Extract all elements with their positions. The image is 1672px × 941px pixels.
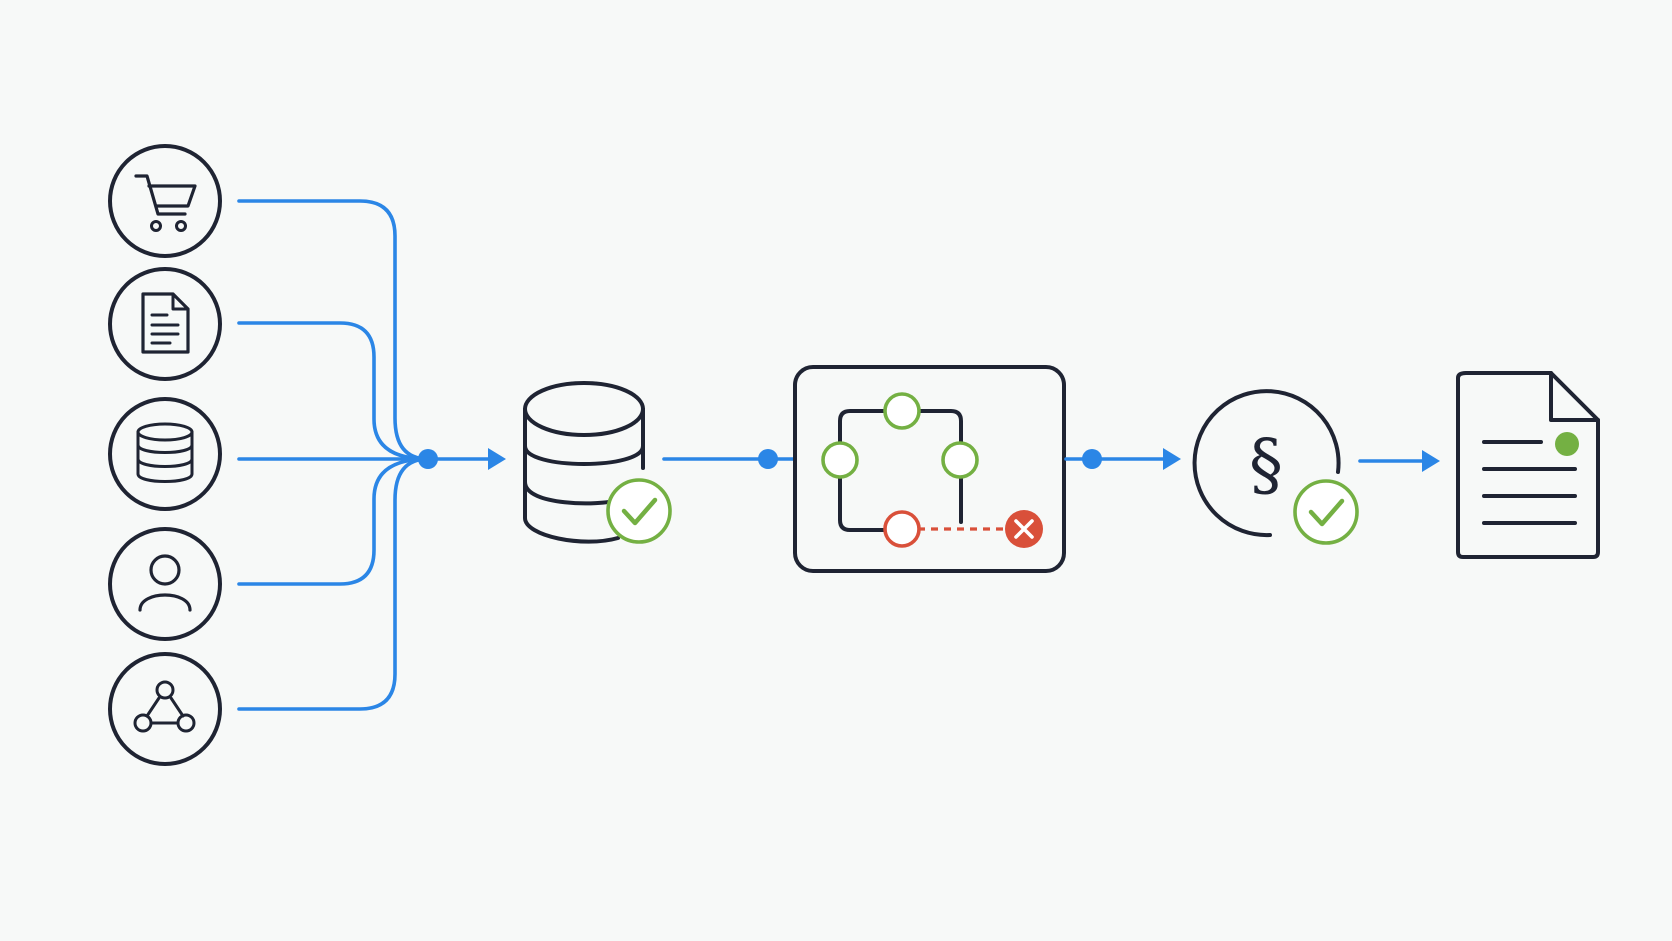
- document-icon: [141, 292, 190, 354]
- stage-database: [523, 381, 672, 544]
- connector-legal-to-report: [1358, 450, 1440, 472]
- source-node-document: [108, 267, 222, 381]
- node-ok: [821, 441, 859, 479]
- report-document-icon: [1456, 371, 1600, 559]
- check-badge-icon: [1293, 479, 1359, 545]
- node-error: [883, 510, 921, 548]
- stage-report: [1456, 371, 1600, 559]
- validation-frame: [793, 365, 1066, 573]
- connector-document: [237, 321, 430, 461]
- connector-database-to-validation: [662, 449, 795, 469]
- stage-validation: [793, 365, 1066, 573]
- legal-ring: [1192, 389, 1341, 538]
- node-ok: [941, 441, 979, 479]
- node-ok: [883, 392, 921, 430]
- section-sign-icon: §: [1249, 426, 1283, 505]
- connector-arrowhead: [1163, 448, 1181, 470]
- connector-user: [237, 457, 430, 586]
- connector-dot: [758, 449, 778, 469]
- database-icon: [523, 381, 645, 544]
- connector-arrowhead: [1422, 450, 1440, 472]
- connector-dot: [1082, 449, 1102, 469]
- user-icon: [138, 554, 192, 612]
- source-node-database: [108, 397, 222, 511]
- connector-validation-to-legal: [1064, 448, 1181, 470]
- stage-legal-compliance: §: [1192, 389, 1359, 545]
- error-x-icon: [1005, 510, 1043, 548]
- source-node-cart: [108, 144, 222, 258]
- shopping-cart-icon: [134, 174, 197, 232]
- merge-connectors: [237, 199, 506, 711]
- merge-arrowhead: [488, 448, 506, 470]
- database-icon: [136, 422, 194, 483]
- connector-network: [237, 457, 430, 711]
- source-node-network: [108, 652, 222, 766]
- graph-validation-icon: [821, 392, 1043, 548]
- check-badge-icon: [606, 478, 672, 544]
- network-icon: [133, 680, 196, 733]
- status-dot: [1555, 432, 1579, 456]
- source-node-user: [108, 527, 222, 641]
- connector-cart: [237, 199, 430, 461]
